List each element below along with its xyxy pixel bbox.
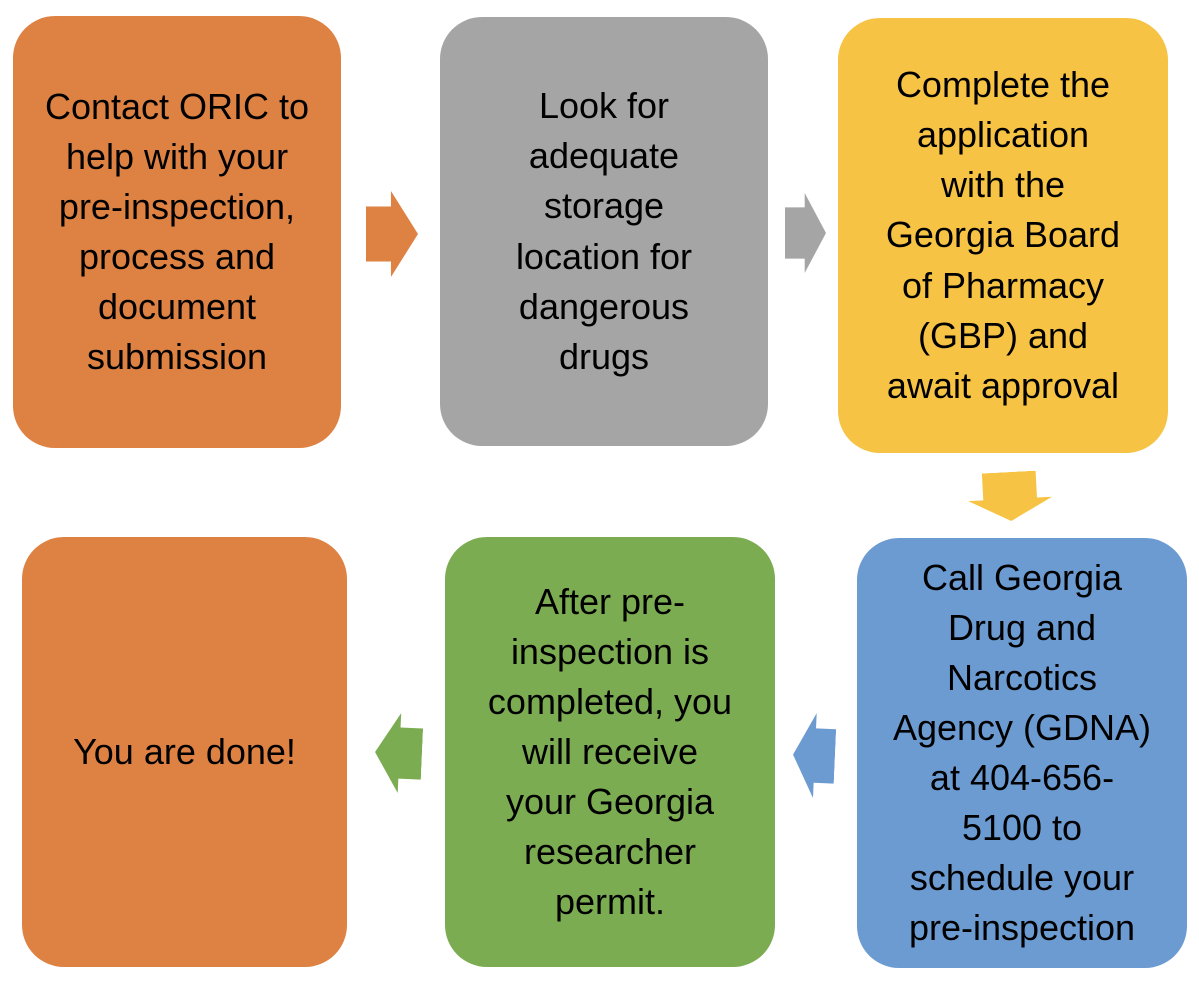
flow-step-contact-oric-label: Contact ORIC to help with your pre-inspe… <box>44 85 310 378</box>
flow-step-storage-location-label: Look for adequate storage location for d… <box>515 85 693 377</box>
flow-arrow-left-1 <box>791 712 837 799</box>
flow-step-done: You are done! <box>22 537 347 967</box>
flow-step-gbp-application: Complete the application with the Georgi… <box>838 18 1168 453</box>
flow-arrow-right-1 <box>366 191 418 277</box>
flow-step-storage-location: Look for adequate storage location for d… <box>440 17 768 446</box>
flow-arrow-down <box>967 470 1053 523</box>
flow-step-gdna-call: Call Georgia Drug and Narcotics Agency (… <box>857 538 1187 968</box>
flow-step-gdna-call-label: Call Georgia Drug and Narcotics Agency (… <box>892 556 1152 949</box>
flow-arrow-right-2 <box>785 193 826 273</box>
flow-step-done-label: You are done! <box>73 730 296 772</box>
flow-arrow-left-2 <box>373 712 423 794</box>
flow-step-gbp-application-label: Complete the application with the Georgi… <box>885 64 1121 406</box>
flow-step-receive-permit: After pre- inspection is completed, you … <box>445 537 775 967</box>
flow-step-receive-permit-label: After pre- inspection is completed, you … <box>487 580 733 923</box>
flow-step-contact-oric: Contact ORIC to help with your pre-inspe… <box>13 16 341 448</box>
